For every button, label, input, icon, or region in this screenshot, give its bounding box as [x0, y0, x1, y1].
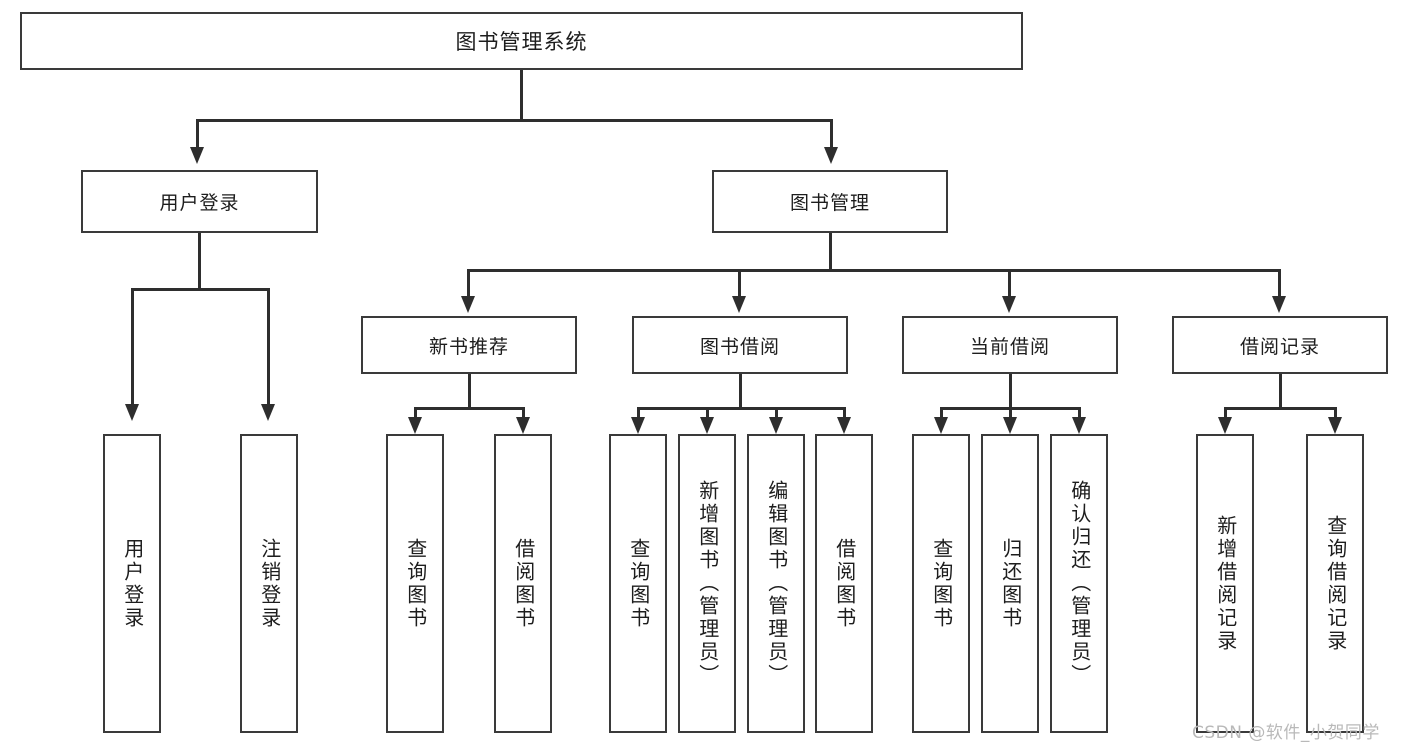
connector-stem-book-management — [829, 233, 832, 270]
arrow-leaf-return-book — [1003, 417, 1017, 434]
connector-drop-leaf-borrow-book-1 — [522, 407, 525, 419]
connector-drop-book-management — [830, 119, 833, 149]
connector-stem-user-login — [198, 233, 201, 289]
arrow-leaf-borrow-book-2 — [837, 417, 851, 434]
arrow-leaf-borrow-book-1 — [516, 417, 530, 434]
connector-stem-new-book-recommend — [468, 374, 471, 408]
arrow-leaf-confirm-return — [1072, 417, 1086, 434]
connector-bus-book-borrow — [637, 407, 844, 410]
node-leaf-add-borrow-record[interactable]: 新增借阅记录 — [1196, 434, 1254, 733]
node-leaf-query-borrow-record[interactable]: 查询借阅记录 — [1306, 434, 1364, 733]
connector-stem-current-borrow — [1009, 374, 1012, 408]
node-leaf-borrow-book[interactable]: 借阅图书 — [815, 434, 873, 733]
node-leaf-borrow-book-recommend[interactable]: 借阅图书 — [494, 434, 552, 733]
node-borrow-record[interactable]: 借阅记录 — [1172, 316, 1388, 374]
arrow-book-borrow — [732, 296, 746, 313]
node-leaf-edit-book[interactable]: 编辑图书（管理员） — [747, 434, 805, 733]
connector-drop-leaf-borrow-book-2 — [843, 407, 846, 419]
connector-bus-user-login — [131, 288, 267, 291]
node-leaf-user-login[interactable]: 用户登录 — [103, 434, 161, 733]
connector-drop-leaf-query-book-2 — [637, 407, 640, 419]
node-root-book-management-system[interactable]: 图书管理系统 — [20, 12, 1023, 70]
connector-drop-borrow-record — [1278, 269, 1281, 298]
node-leaf-confirm-return[interactable]: 确认归还（管理员） — [1050, 434, 1108, 733]
arrow-leaf-logout — [261, 404, 275, 421]
arrow-leaf-add-book — [700, 417, 714, 434]
connector-drop-leaf-edit-book — [775, 407, 778, 419]
arrow-leaf-query-record — [1328, 417, 1342, 434]
connector-bus-new-book-recommend — [414, 407, 524, 410]
connector-drop-book-borrow — [738, 269, 741, 298]
node-leaf-query-book-borrow[interactable]: 查询图书 — [609, 434, 667, 733]
connector-level3-bus — [467, 269, 1279, 272]
connector-root-stem — [520, 70, 523, 120]
node-current-borrow[interactable]: 当前借阅 — [902, 316, 1118, 374]
connector-stem-book-borrow — [739, 374, 742, 408]
connector-drop-leaf-logout — [267, 288, 270, 406]
node-book-management[interactable]: 图书管理 — [712, 170, 948, 233]
node-new-book-recommend[interactable]: 新书推荐 — [361, 316, 577, 374]
node-leaf-add-book[interactable]: 新增图书（管理员） — [678, 434, 736, 733]
connector-drop-current-borrow — [1008, 269, 1011, 298]
node-user-login[interactable]: 用户登录 — [81, 170, 318, 233]
arrow-current-borrow — [1002, 296, 1016, 313]
arrow-leaf-user-login — [125, 404, 139, 421]
connector-drop-leaf-query-book-1 — [414, 407, 417, 419]
connector-drop-leaf-add-record — [1224, 407, 1227, 419]
arrow-leaf-add-record — [1218, 417, 1232, 434]
arrow-leaf-query-book-3 — [934, 417, 948, 434]
arrow-leaf-query-book-1 — [408, 417, 422, 434]
node-leaf-query-book-current[interactable]: 查询图书 — [912, 434, 970, 733]
connector-level2-bus — [196, 119, 832, 122]
arrow-user-login — [190, 147, 204, 164]
node-leaf-query-book-recommend[interactable]: 查询图书 — [386, 434, 444, 733]
connector-drop-leaf-add-book — [706, 407, 709, 419]
connector-bus-borrow-record — [1224, 407, 1336, 410]
arrow-leaf-query-book-2 — [631, 417, 645, 434]
csdn-watermark: CSDN @软件_小贺同学 — [1192, 723, 1380, 743]
connector-drop-leaf-return-book — [1009, 407, 1012, 419]
arrow-new-book-recommend — [461, 296, 475, 313]
connector-drop-leaf-confirm-return — [1078, 407, 1081, 419]
arrow-book-management — [824, 147, 838, 164]
arrow-leaf-edit-book — [769, 417, 783, 434]
connector-stem-borrow-record — [1279, 374, 1282, 408]
node-leaf-logout[interactable]: 注销登录 — [240, 434, 298, 733]
connector-drop-leaf-user-login — [131, 288, 134, 406]
node-leaf-return-book[interactable]: 归还图书 — [981, 434, 1039, 733]
connector-drop-new-book-recommend — [467, 269, 470, 298]
connector-drop-leaf-query-book-3 — [940, 407, 943, 419]
arrow-borrow-record — [1272, 296, 1286, 313]
node-book-borrow[interactable]: 图书借阅 — [632, 316, 848, 374]
connector-drop-leaf-query-record — [1334, 407, 1337, 419]
connector-drop-user-login — [196, 119, 199, 149]
